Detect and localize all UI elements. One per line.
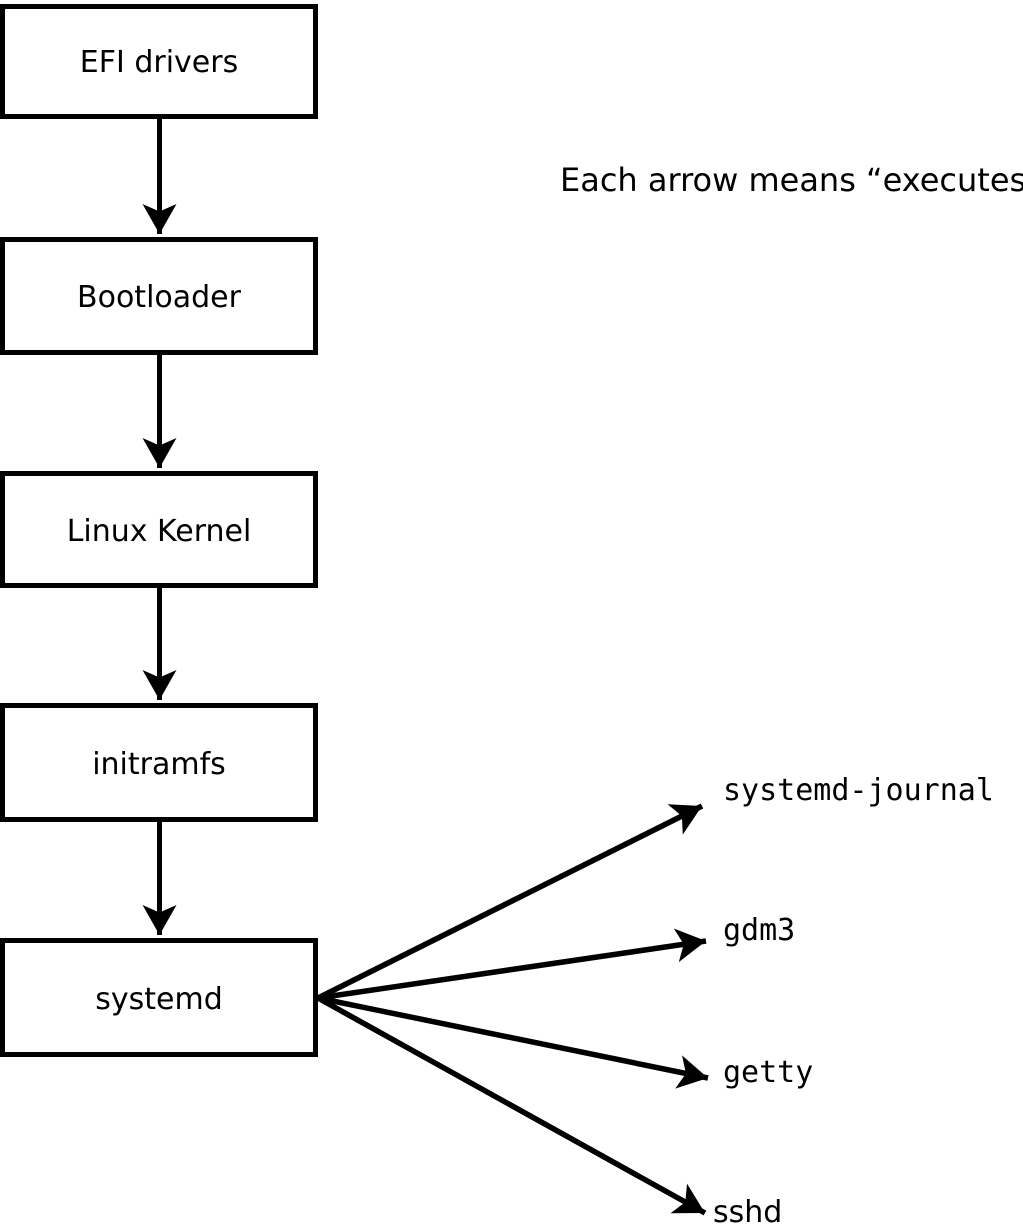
node-initramfs-box	[0, 703, 318, 822]
node-efi-drivers-label: EFI drivers	[80, 45, 238, 80]
service-label-systemd-journal: systemd-journal	[723, 773, 994, 808]
node-linux-kernel: Linux Kernel	[0, 471, 318, 588]
service-label-getty: getty	[723, 1055, 813, 1090]
node-initramfs: initramfs	[0, 703, 318, 822]
executes-arrow-systemd-to-journal	[316, 803, 704, 1001]
executes-arrow-systemd-to-sshd	[316, 995, 707, 1216]
node-initramfs-label: initramfs	[92, 747, 226, 782]
service-label-gdm3: gdm3	[723, 913, 795, 948]
node-efi-drivers-box	[0, 4, 318, 119]
node-linux-kernel-label: Linux Kernel	[67, 514, 252, 549]
node-linux-kernel-box	[0, 471, 318, 588]
executes-arrow-systemd-to-gdm3	[317, 928, 707, 1001]
node-systemd: systemd	[0, 938, 318, 1057]
arrow-legend-note: Each arrow means “executes”.	[560, 161, 1023, 199]
node-efi-drivers: EFI drivers	[0, 4, 318, 119]
node-bootloader-box	[0, 237, 318, 355]
node-systemd-label: systemd	[95, 982, 223, 1017]
node-bootloader: Bootloader	[0, 237, 318, 355]
node-systemd-box	[0, 938, 318, 1057]
node-bootloader-label: Bootloader	[77, 280, 242, 315]
executes-arrow-systemd-to-getty	[317, 995, 709, 1089]
service-label-sshd: sshd	[713, 1195, 782, 1230]
